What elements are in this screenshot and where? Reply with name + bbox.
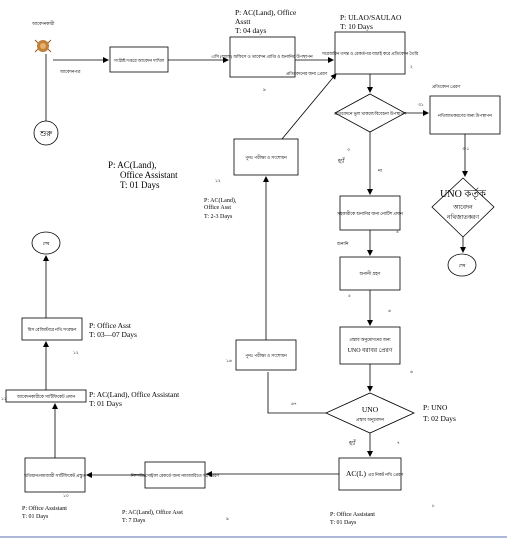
decision-review-text: প্রতিবেদনে ভুল থাকলে/বিবেচনা উপস্থাপন	[334, 111, 407, 116]
uno-approve-line1: UNO	[362, 405, 379, 414]
mid-role-line2: Office Asst	[204, 204, 231, 211]
ulao-role: P: ULAO/SAULAO	[340, 13, 402, 22]
acl-oa-time: T: 01 Days	[89, 399, 122, 408]
send-edge-label: প্রতিবেদনের জন্য প্রেরণ	[286, 71, 328, 76]
no-label-1: না	[377, 168, 383, 173]
step-6b: ৬	[410, 369, 414, 374]
bottom-right-time: T: 01 Days	[330, 520, 357, 526]
ac-land-box	[229, 36, 296, 78]
notice-box	[339, 195, 401, 231]
step-11: ১১	[1, 396, 7, 401]
step-10: ১০	[63, 493, 69, 498]
step-9: ৯	[263, 87, 266, 92]
bottom-mid-time: T: 7 Days	[122, 518, 146, 524]
approval-box-line2: UNO বরাবর প্রেরণ	[348, 348, 393, 354]
bottom-mid-role: P: AC(Land), Office Asst	[122, 509, 183, 516]
step-67: ৬৭	[291, 401, 297, 406]
office-asst-role: P: Office Asst	[89, 321, 132, 330]
step-3: ৩	[347, 147, 351, 152]
step-5: ৫	[348, 293, 351, 298]
ac-time: T: 04 days	[235, 26, 266, 35]
yes-label-2: হ্যাঁ	[348, 439, 357, 447]
applicant-label: আবেদনকারী	[31, 21, 55, 26]
approval-box-line1: প্রস্তাব অনুমোদনের জন্য	[349, 337, 391, 342]
bottom-left-role: P: Office Assistant	[22, 505, 67, 512]
step-31: ৩১	[418, 102, 424, 107]
end-label-right: শেষ	[459, 263, 466, 268]
step-3-1: ৩-১	[462, 146, 469, 151]
uno-time: T: 02 Days	[423, 414, 456, 423]
uno-diamond-line2: আবেদন	[452, 205, 473, 211]
khatian-box	[24, 457, 86, 493]
notice-box-text: সহকারীকে শুনানির জন্য নোটিশ প্রদান	[336, 211, 403, 216]
uno-diamond-line1: UNO কর্তৃক	[440, 188, 487, 200]
dispatch-box-text: নিষ্পত্তি/সেন্ট্রাল রেকর্ডে জন্য নামজারি…	[130, 473, 220, 478]
submit-edge-label: আবেদনপত্র	[59, 69, 80, 74]
step-6: ৬	[388, 308, 392, 313]
step-2: ২	[410, 64, 413, 69]
applicant-icon	[34, 39, 52, 53]
report-edge-label: প্রতিবেদন প্রেরণ	[432, 84, 461, 89]
step-16: ১৬	[226, 358, 233, 363]
yes-label-1: হ্যাঁ	[337, 157, 346, 165]
reject-box-text: নথিজাতকরণের জন্য উপস্থাপন	[437, 113, 492, 118]
register-box	[21, 317, 83, 341]
office-asst-time: T: 03—07 Days	[89, 330, 137, 339]
step-7: ৭	[397, 440, 400, 445]
step-9b: ৯	[226, 516, 229, 521]
acl-box-rest: এর নিকট নথি প্রেরণ	[368, 472, 404, 477]
end-label-left: শেষ	[43, 241, 50, 246]
ac-land-box-text: এসি (ল্যান্ড) অফিসে ও তাবেদন প্রাপ্তি ও …	[211, 54, 313, 59]
mid-time: T: 2-3 Days	[204, 214, 233, 220]
left-role-line1: P: AC(Land),	[108, 160, 157, 170]
start-label: শুরু	[39, 129, 53, 138]
left-role-line2: Office Assistant	[120, 170, 178, 180]
uno-role: P: UNO	[423, 403, 448, 412]
uno-diamond-line3: নথিজাতকরণ	[446, 214, 479, 221]
mid-role-line1: P: AC(Land),	[204, 197, 237, 204]
ac-role-line2: Asstt	[235, 17, 251, 26]
step-12: ১২	[215, 178, 221, 183]
review-box-upper-text: পুনঃ পরীক্ষা ও সংশোধন	[245, 155, 287, 160]
left-time: T: 01 Days	[120, 180, 160, 190]
register-box-text: মিস রেজিস্টারে নথি সংরক্ষণ	[27, 327, 77, 332]
approval-box	[339, 326, 401, 365]
step-12b: ১২	[73, 350, 79, 355]
hearing-box-text: শুনানী গ্রহণ	[359, 271, 381, 276]
ulao-box-text: সরেজমিন তদন্ত ও রেকর্ডপত্র যাচাই করে প্র…	[321, 51, 419, 56]
hearing-edge-label: শুনানি	[336, 241, 349, 246]
end-ellipse-left	[31, 231, 61, 255]
ulao-time: T: 10 Days	[340, 22, 373, 31]
hearing-box	[339, 256, 401, 291]
deliver-box-text: আবেদনকারীকে সার্টিফিকেট প্রদান	[16, 394, 76, 399]
submit-box	[109, 46, 169, 73]
submit-box-text: সংশ্লিষ্ট দপ্তরে আবেদন দাখিল	[113, 58, 165, 63]
step-4: ৪	[396, 229, 399, 234]
bottom-right-role: P: Office Assistant	[330, 511, 375, 518]
acl-box-prefix: AC(L)	[346, 469, 366, 478]
end-ellipse-right	[447, 253, 477, 277]
review-box-upper	[233, 138, 299, 176]
review-box-lower-text: পুনঃ পরীক্ষা ও সংশোধন	[245, 353, 287, 358]
dispatch-box	[144, 461, 206, 489]
khatian-box-text: খতিয়ান/নামজারী সার্টিফিকেট প্রস্তুত	[24, 473, 86, 478]
ac-role-line1: P: AC(Land), Office	[235, 8, 297, 17]
bottom-left-time: T: 01 Days	[22, 514, 49, 520]
acl-box	[338, 457, 402, 491]
acl-oa-role: P: AC(Land), Office Assistant	[89, 390, 180, 399]
uno-approve-line2: প্রস্তাব অনুমোদন	[356, 417, 384, 422]
step-8: ৮	[432, 503, 436, 508]
